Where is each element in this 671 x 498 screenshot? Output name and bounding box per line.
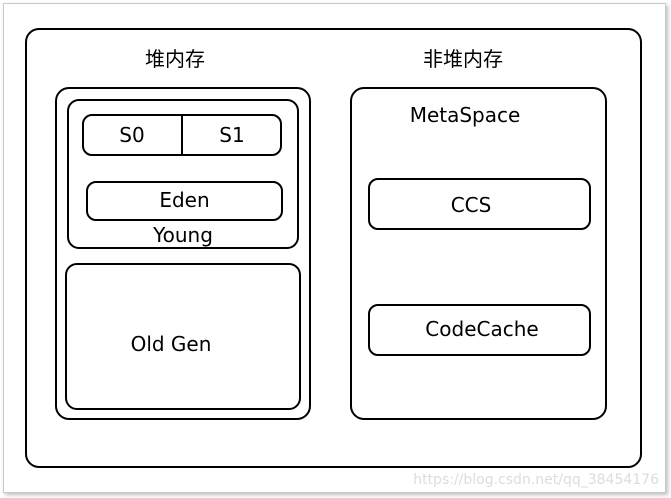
- survivor-divider: [181, 114, 183, 156]
- s1-label: S1: [219, 123, 245, 147]
- old-gen-label: Old Gen: [130, 332, 212, 356]
- eden-label: Eden: [159, 188, 210, 212]
- non-heap-title: 非堆内存: [423, 47, 503, 71]
- ccs-box: [368, 178, 591, 230]
- young-label: Young: [153, 223, 213, 247]
- old-gen-box: [65, 263, 301, 410]
- heap-title: 堆内存: [145, 47, 205, 71]
- ccs-label: CCS: [450, 193, 492, 217]
- watermark: https://blog.csdn.net/qq_38454176: [413, 472, 659, 488]
- eden-box: [86, 181, 283, 221]
- s0-label: S0: [119, 123, 145, 147]
- codecache-box: [368, 304, 591, 356]
- metaspace-box: [350, 87, 607, 420]
- metaspace-label: MetaSpace: [409, 103, 521, 127]
- codecache-label: CodeCache: [425, 317, 539, 341]
